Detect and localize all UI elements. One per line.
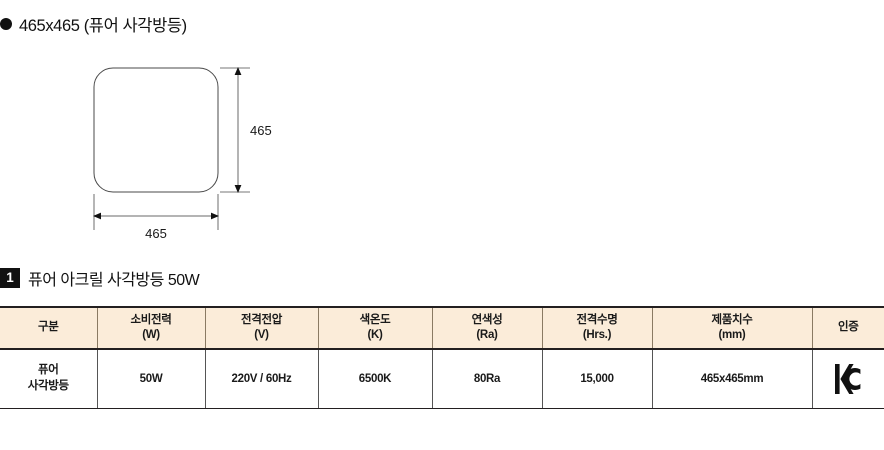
kc-mark-icon xyxy=(835,364,861,394)
cell-certification xyxy=(812,349,884,409)
column-header-voltage: 전격전압 (V) xyxy=(205,306,319,350)
product-size-heading-text: 465x465 (퓨어 사각방등) xyxy=(19,17,187,35)
section-title-text: 퓨어 아크릴 사각방등 50W xyxy=(28,272,200,289)
luminaire-outline-shape xyxy=(93,67,219,193)
cell-category: 퓨어 사각방등 xyxy=(0,349,98,409)
cell-lifetime: 15,000 xyxy=(542,349,653,409)
column-header-power: 소비전력 (W) xyxy=(97,306,206,350)
table-header-row: 구분 소비전력 (W) 전격전압 (V) 색온도 (K) 연색성 (Ra) 전격… xyxy=(0,306,884,350)
cell-dimensions: 465x465mm xyxy=(652,349,813,409)
section-title: 1 퓨어 아크릴 사각방등 50W xyxy=(0,266,200,290)
product-size-heading: 465x465 (퓨어 사각방등) xyxy=(0,10,187,38)
table-row: 퓨어 사각방등 50W 220V / 60Hz 6500K 80Ra 15,00… xyxy=(0,349,884,409)
cell-color-rendering: 80Ra xyxy=(432,349,543,409)
horizontal-dimension-label: 465 xyxy=(145,226,167,241)
cell-color-temperature: 6500K xyxy=(318,349,433,409)
column-header-color-rendering: 연색성 (Ra) xyxy=(432,306,543,350)
column-header-certification: 인증 xyxy=(812,306,884,350)
column-header-lifetime: 전격수명 (Hrs.) xyxy=(542,306,653,350)
column-header-dimensions: 제품치수 (mm) xyxy=(652,306,813,350)
cell-power: 50W xyxy=(97,349,206,409)
column-header-color-temperature: 색온도 (K) xyxy=(318,306,433,350)
specification-table: 구분 소비전력 (W) 전격전압 (V) 색온도 (K) 연색성 (Ra) 전격… xyxy=(0,306,884,409)
section-number-badge: 1 xyxy=(0,268,20,288)
column-header-category: 구분 xyxy=(0,306,98,350)
vertical-dimension-label: 465 xyxy=(250,123,272,138)
filled-circle-bullet-icon xyxy=(0,18,12,30)
dimension-drawing: 465 465 xyxy=(0,50,340,260)
cell-voltage: 220V / 60Hz xyxy=(205,349,319,409)
